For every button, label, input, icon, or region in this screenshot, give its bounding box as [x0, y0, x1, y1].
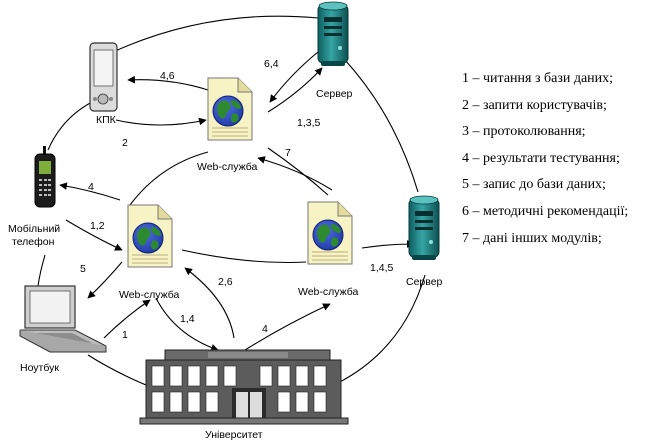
- arrow-7: [257, 156, 333, 191]
- mobile-label-line1: Мобільний: [8, 223, 60, 235]
- edge-label-2-6: 2,6: [218, 276, 233, 288]
- legend-item-2: 2 – запити користувачів;: [462, 97, 607, 113]
- web-service-document-icon-right: [307, 201, 353, 265]
- edge-web-left-web-right: [181, 249, 307, 264]
- arrow-1-4-5: [361, 240, 415, 249]
- web-left-label: Web-служба: [119, 289, 180, 301]
- arrow-5: [87, 261, 123, 299]
- web-service-document-icon-left: [127, 204, 173, 268]
- arrow-1: [103, 299, 151, 339]
- edge-label-4-mobile: 4: [88, 181, 94, 193]
- server-icon-right: [408, 195, 440, 261]
- legend-item-5: 5 – запис до бази даних;: [462, 177, 606, 193]
- arrow-4-mobile: [59, 182, 121, 201]
- pda-label: КПК: [96, 114, 117, 126]
- edge-label-1-4-5: 1,4,5: [370, 262, 394, 274]
- edge-pda-server-top: [112, 15, 319, 53]
- web-right-label: Web-служба: [298, 286, 359, 298]
- edge-label-4-6: 4,6: [160, 70, 175, 82]
- edge-label-1: 1: [122, 329, 128, 341]
- legend-item-6: 6 – методичні рекомендації;: [462, 203, 629, 219]
- arrow-4-university: [244, 303, 331, 351]
- edge-label-1-2: 1,2: [90, 220, 105, 232]
- edge-mobile-pda: [47, 101, 93, 151]
- university-building-icon: [139, 349, 349, 425]
- arrow-4-6: [127, 75, 209, 91]
- legend-item-3: 3 – протоколювання;: [462, 124, 586, 140]
- laptop-icon: [19, 285, 107, 353]
- legend-item-1: 1 – читання з бази даних;: [462, 71, 614, 86]
- university-label: Університет: [205, 429, 263, 441]
- edge-label-4-university: 4: [262, 323, 268, 335]
- edge-laptop-university: [87, 354, 147, 386]
- arrow-2-6: [184, 267, 235, 339]
- arrow-6-4: [269, 51, 319, 103]
- edge-label-2: 2: [122, 137, 128, 149]
- web-top-label: Web-служба: [197, 161, 258, 173]
- edge-label-6-4: 6,4: [264, 58, 279, 70]
- edge-label-5: 5: [80, 263, 86, 275]
- server-right-label: Сервер: [406, 276, 443, 288]
- web-service-document-icon-top: [207, 77, 253, 141]
- legend: 1 – читання з бази даних; 2 – запити кор…: [462, 66, 628, 252]
- laptop-label: Ноутбук: [20, 362, 59, 374]
- mobile-label-line2: телефон: [12, 236, 55, 248]
- server-icon-top: [317, 1, 349, 67]
- arrow-1-3-5: [267, 67, 323, 113]
- edge-label-1-4: 1,4: [180, 313, 195, 325]
- edge-label-1-3-5: 1,3,5: [297, 117, 321, 129]
- arrow-1-4: [155, 297, 219, 352]
- edge-web-left-web-top: [129, 151, 209, 206]
- edge-web-top-web-right: [267, 147, 329, 196]
- legend-item-7: 7 – дані інших модулів;: [462, 230, 602, 246]
- edge-server-top-server-right: [344, 59, 419, 193]
- mobile-phone-icon: [34, 146, 56, 208]
- arrow-1-2: [65, 219, 123, 251]
- server-top-label: Сервер: [316, 88, 353, 100]
- edge-label-7: 7: [285, 147, 291, 159]
- arrow-2: [115, 117, 207, 126]
- pda-icon: [89, 42, 118, 112]
- edge-mobile-laptop: [37, 254, 46, 287]
- legend-item-4: 4 – результати тестування;: [462, 150, 620, 166]
